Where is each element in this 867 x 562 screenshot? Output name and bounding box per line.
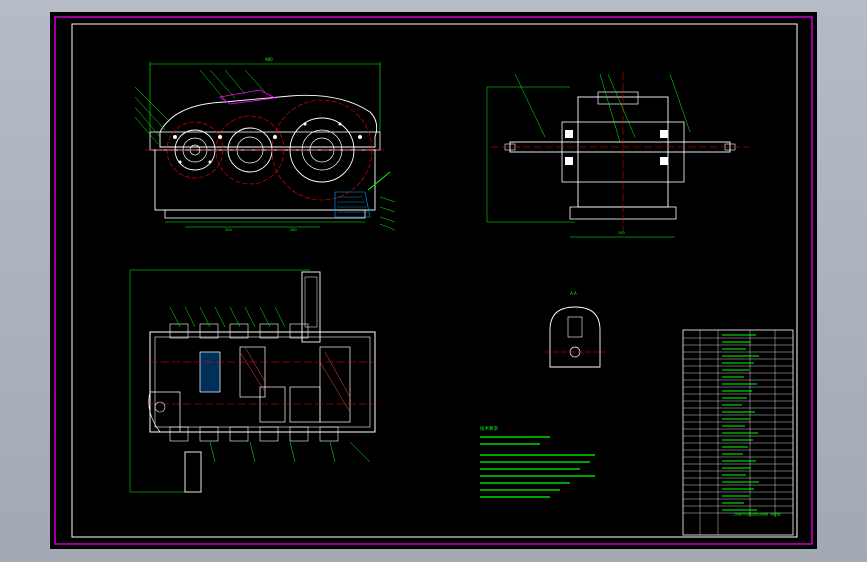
section-label: A-A xyxy=(570,291,577,296)
dimension-label-center-2: 280 xyxy=(290,228,297,232)
dimension-label-side-width: 350 xyxy=(618,231,625,235)
title-block: 二级展开式圆柱齿轮减速器（装配图） xyxy=(682,329,794,536)
detail-view: A-A xyxy=(545,291,605,368)
side-view: 350 xyxy=(486,72,750,238)
technical-requirements: 技术要求 xyxy=(480,425,595,498)
assembly-drawing: 980 xyxy=(54,16,813,545)
outer-frame xyxy=(54,16,813,545)
dimension-label-center-1: 200 xyxy=(225,228,232,232)
front-view: 980 xyxy=(134,57,396,232)
drawing-canvas[interactable]: 980 xyxy=(50,12,817,549)
tech-req-title: 技术要求 xyxy=(480,425,498,432)
inner-border xyxy=(71,23,798,538)
title-block-name: 二级展开式圆柱齿轮减速器（装配图） xyxy=(732,511,783,516)
dimension-label-front-width: 980 xyxy=(265,57,273,62)
section-view xyxy=(129,269,376,493)
